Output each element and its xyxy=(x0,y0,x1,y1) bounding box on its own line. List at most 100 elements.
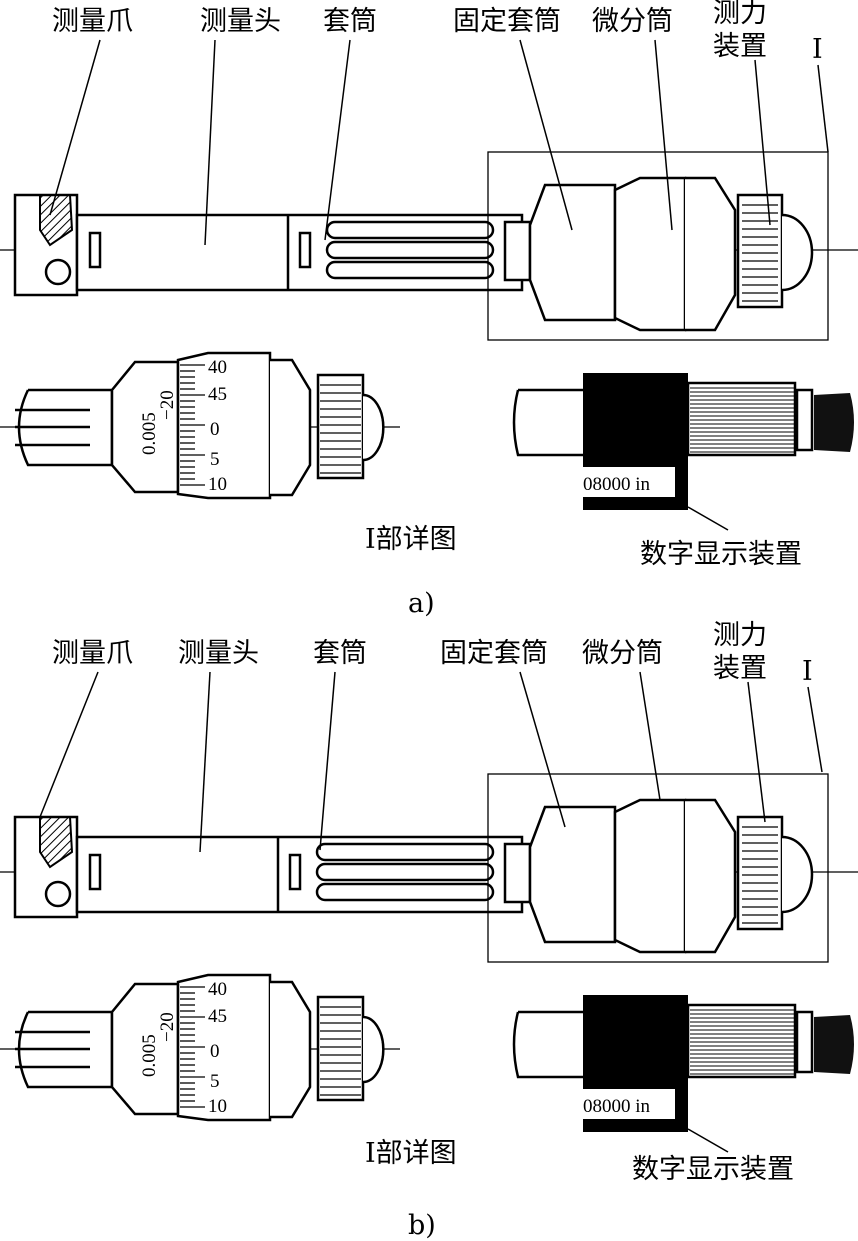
scale-10: 10 xyxy=(208,474,227,495)
jaw-section-hatch xyxy=(39,816,74,869)
caption-b: b) xyxy=(408,1210,436,1241)
ratchet-dome xyxy=(781,213,814,292)
label-digital-display: 数字显示装置 xyxy=(640,539,802,570)
scale-10: 10 xyxy=(208,1096,227,1117)
leader-line xyxy=(747,681,766,823)
leader-line xyxy=(199,671,211,853)
digital-tube xyxy=(512,1010,587,1079)
scale-0: 0 xyxy=(210,1041,220,1062)
window-slot xyxy=(88,231,102,269)
scale-5: 5 xyxy=(210,449,220,470)
thimble-scale: 40 45 0 5 10 xyxy=(208,979,227,1117)
detail-box xyxy=(487,151,829,341)
leader-line xyxy=(687,1128,729,1153)
label-section-mark: Ⅰ xyxy=(812,34,823,65)
detail-title: Ⅰ部详图 xyxy=(365,524,457,555)
thimble-taper xyxy=(685,798,737,954)
display-value: 08000 in xyxy=(583,1096,651,1117)
neck xyxy=(503,842,532,904)
detail-thimble xyxy=(176,973,272,1122)
label-jaw: 测量爪 xyxy=(52,6,133,37)
detail-ratchet xyxy=(316,995,365,1102)
jaw-pin xyxy=(44,258,72,286)
leader-line xyxy=(807,686,823,773)
leader-line xyxy=(39,671,99,818)
label-force-device-1: 测力 xyxy=(713,0,767,29)
label-force-device-2: 装置 xyxy=(713,31,767,62)
sleeve-mark-resolution: 0.005 xyxy=(139,412,160,455)
digital-ring xyxy=(795,388,814,452)
window-slot xyxy=(298,231,312,269)
neck xyxy=(503,220,532,282)
scale-45: 45 xyxy=(208,384,227,405)
scale-45: 45 xyxy=(208,1006,227,1027)
label-fixed-sleeve: 固定套筒 xyxy=(453,6,561,37)
sleeve-slot xyxy=(325,240,495,260)
fixed-sleeve xyxy=(528,805,617,944)
sleeve-mark-resolution: 0.005 xyxy=(139,1034,160,1077)
leader-line xyxy=(519,671,566,828)
scale-0: 0 xyxy=(210,419,220,440)
leader-line xyxy=(817,64,829,153)
thimble-scale: 40 45 0 5 10 xyxy=(208,357,227,495)
label-force-device-1: 测力 xyxy=(713,620,767,651)
digital-ring xyxy=(795,1010,814,1074)
scale-40: 40 xyxy=(208,979,227,1000)
ratchet-knob xyxy=(736,815,784,931)
digital-knob xyxy=(814,393,854,452)
scale-5: 5 xyxy=(210,1071,220,1092)
leader-line xyxy=(754,59,771,226)
label-measuring-head: 测量头 xyxy=(178,638,259,669)
thimble xyxy=(613,798,687,954)
window-slot xyxy=(288,853,302,891)
panel-a: 测量爪 测量头 套筒 固定套筒 微分筒 测力 装置 Ⅰ Ⅰ部详图 数字显示装置 … xyxy=(0,0,858,619)
leader-line xyxy=(204,39,216,246)
label-thimble: 微分筒 xyxy=(592,6,673,37)
leader-line xyxy=(519,39,573,231)
leader-line xyxy=(49,39,101,216)
ratchet-knob xyxy=(736,193,784,309)
detail-thimble xyxy=(176,351,272,500)
label-section-mark: Ⅰ xyxy=(802,656,813,687)
leader-line xyxy=(319,671,336,851)
thimble xyxy=(613,176,687,332)
label-sleeve: 套筒 xyxy=(313,638,367,669)
sleeve-slot xyxy=(325,260,495,280)
digital-knurl xyxy=(686,381,797,457)
leader-line xyxy=(324,39,351,241)
sleeve-slot xyxy=(325,220,495,240)
label-force-device-2: 装置 xyxy=(713,653,767,684)
display-value: 08000 in xyxy=(583,474,651,495)
sleeve-slot xyxy=(315,842,495,862)
detail-box xyxy=(487,773,829,963)
sleeve-mark-minus20: −20 xyxy=(157,1012,178,1042)
jaw-section-hatch xyxy=(39,194,74,247)
detail-ratchet xyxy=(316,373,365,480)
label-sleeve: 套筒 xyxy=(323,6,377,37)
label-fixed-sleeve: 固定套筒 xyxy=(440,638,548,669)
label-jaw: 测量爪 xyxy=(52,638,133,669)
label-digital-display: 数字显示装置 xyxy=(632,1154,794,1185)
leader-line xyxy=(654,39,673,231)
detail-dome xyxy=(362,393,385,462)
detail-title: Ⅰ部详图 xyxy=(365,1138,457,1169)
jaw-pin xyxy=(44,880,72,908)
label-thimble: 微分筒 xyxy=(582,638,663,669)
digital-knob xyxy=(814,1015,854,1074)
leader-line xyxy=(639,671,661,801)
window-slot xyxy=(88,853,102,891)
digital-tube xyxy=(512,388,587,457)
sleeve-mark-minus20: −20 xyxy=(157,390,178,420)
display-window xyxy=(579,1089,675,1119)
leader-line xyxy=(687,506,729,531)
caption-a: a) xyxy=(408,588,435,619)
sleeve-slot xyxy=(315,862,495,882)
detail-taper xyxy=(270,358,312,497)
thimble-taper xyxy=(685,176,737,332)
digital-knurl xyxy=(686,1003,797,1079)
ratchet-dome xyxy=(781,835,814,914)
fixed-sleeve xyxy=(528,183,617,322)
detail-dome xyxy=(362,1015,385,1084)
label-measuring-head: 测量头 xyxy=(200,6,281,37)
